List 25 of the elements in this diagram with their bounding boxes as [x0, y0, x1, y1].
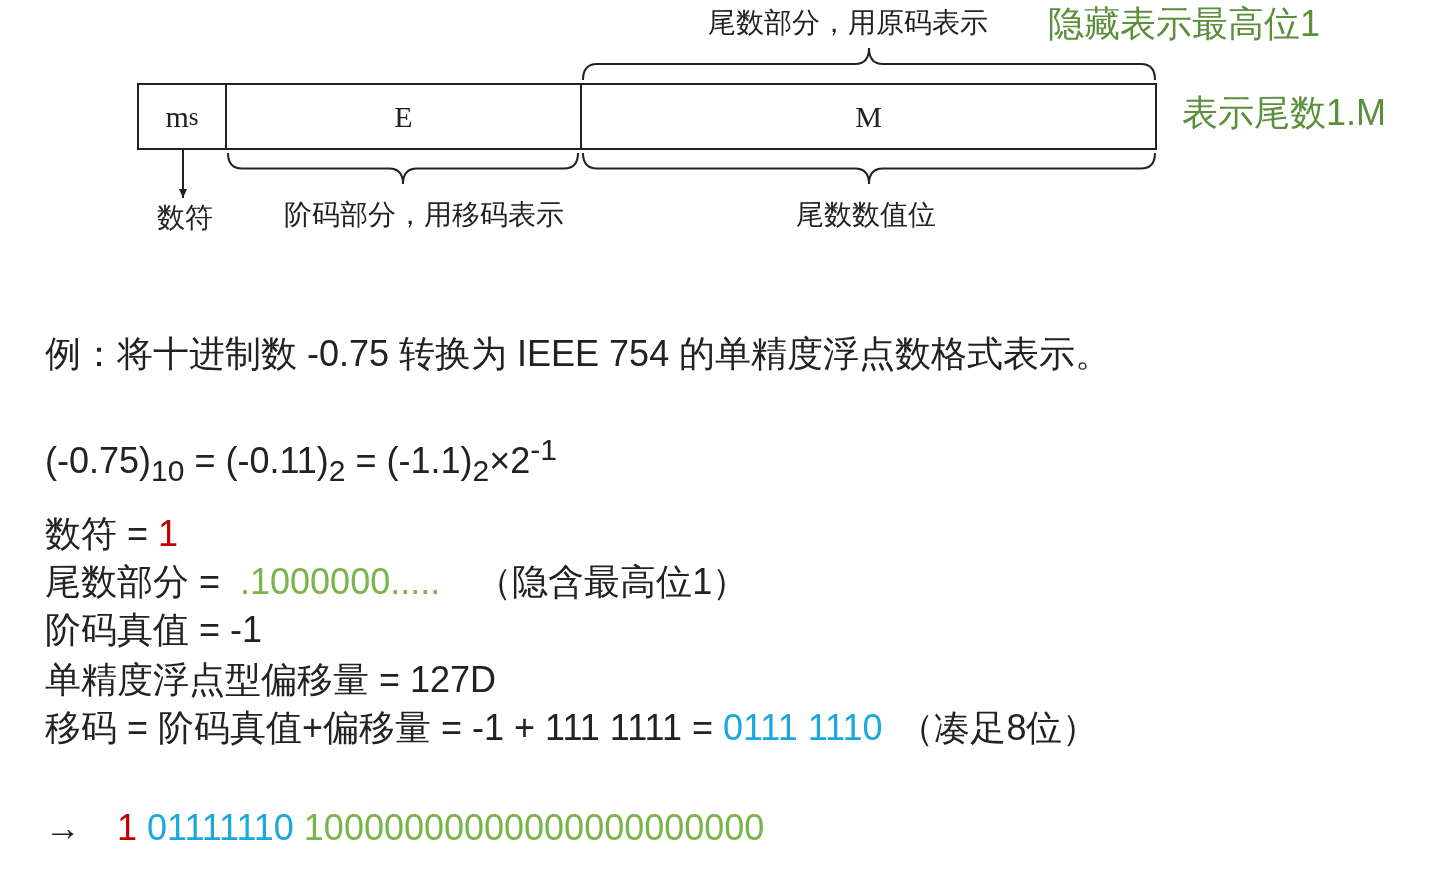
value-text: .1000000.....	[240, 560, 441, 604]
value-text: 0111 1110	[722, 706, 883, 750]
value-text: 1	[158, 512, 179, 556]
arrow-symbol: →	[45, 806, 81, 850]
brace-label: 阶码部分，用移码表示	[284, 198, 564, 232]
brace-label: 尾数数值位	[796, 198, 936, 232]
field-box: M	[580, 83, 1157, 150]
value-text: 1	[117, 806, 138, 850]
note-text: 表示尾数1.M	[1182, 91, 1386, 135]
field-box: E	[225, 83, 582, 150]
arrow	[179, 149, 187, 199]
text-line: 单精度浮点型偏移量 = 127D	[45, 658, 497, 702]
value-text: 10000000000000000000000	[303, 806, 765, 850]
note-text: （凑足8位）	[898, 706, 1099, 750]
text-label: 数符	[150, 198, 220, 238]
text-line: 数符 =	[45, 512, 149, 556]
equation-text: (-0.75)$_{10}$ = (-0.11)$_{2}$ = (-1.1)$_{2}$×2$^{-1}$	[45, 432, 557, 490]
text-line: 阶码真值 = -1	[45, 608, 263, 652]
note-text: （隐含最高位1）	[476, 560, 749, 604]
value-text: 01111110	[147, 806, 294, 850]
note-text: 隐藏表示最高位1	[1048, 2, 1321, 46]
text-line: 尾数部分 =	[45, 560, 221, 604]
brace-label: 尾数部分，用原码表示	[708, 6, 988, 40]
text-line: 移码 = 阶码真值+偏移量 = -1 + 111 1111 =	[45, 706, 713, 750]
example-text: 例：将十进制数 -0.75 转换为 IEEE 754 的单精度浮点数格式表示。	[45, 332, 1112, 376]
